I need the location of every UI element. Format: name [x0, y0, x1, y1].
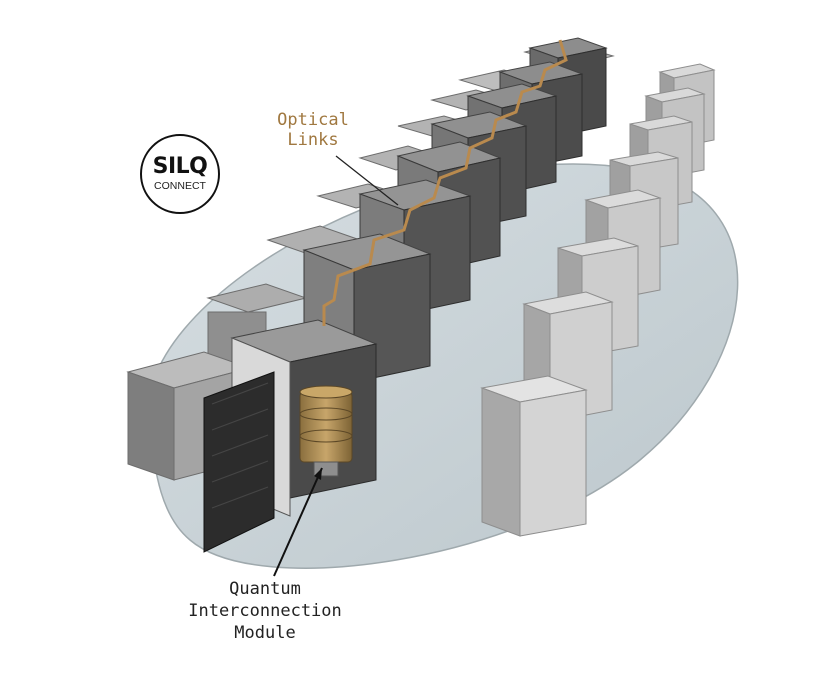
module-label-line-2: Interconnection — [188, 601, 342, 621]
module-label-line-1: Quantum — [229, 579, 301, 599]
module-callout-arrow — [273, 467, 323, 577]
optical-link-lines — [322, 39, 568, 326]
optical-links-label: Optical Links — [258, 110, 368, 150]
silq-connect-logo: SILQ CONNECT — [140, 134, 220, 214]
cabinet-front-open — [203, 319, 378, 553]
logo-title: SILQ — [152, 154, 208, 179]
module-label-line-3: Module — [234, 623, 296, 643]
interconnection-module-label: Quantum Interconnection Module — [160, 578, 370, 644]
optical-links-label-line-1: Optical — [277, 110, 349, 130]
cryostat — [299, 391, 353, 463]
optical-links-label-line-2: Links — [287, 130, 339, 150]
right-rack-row — [480, 63, 716, 537]
optical-links-callout-line — [335, 155, 399, 206]
cabinet-chain — [203, 37, 608, 553]
logo-subtitle: CONNECT — [154, 180, 206, 192]
